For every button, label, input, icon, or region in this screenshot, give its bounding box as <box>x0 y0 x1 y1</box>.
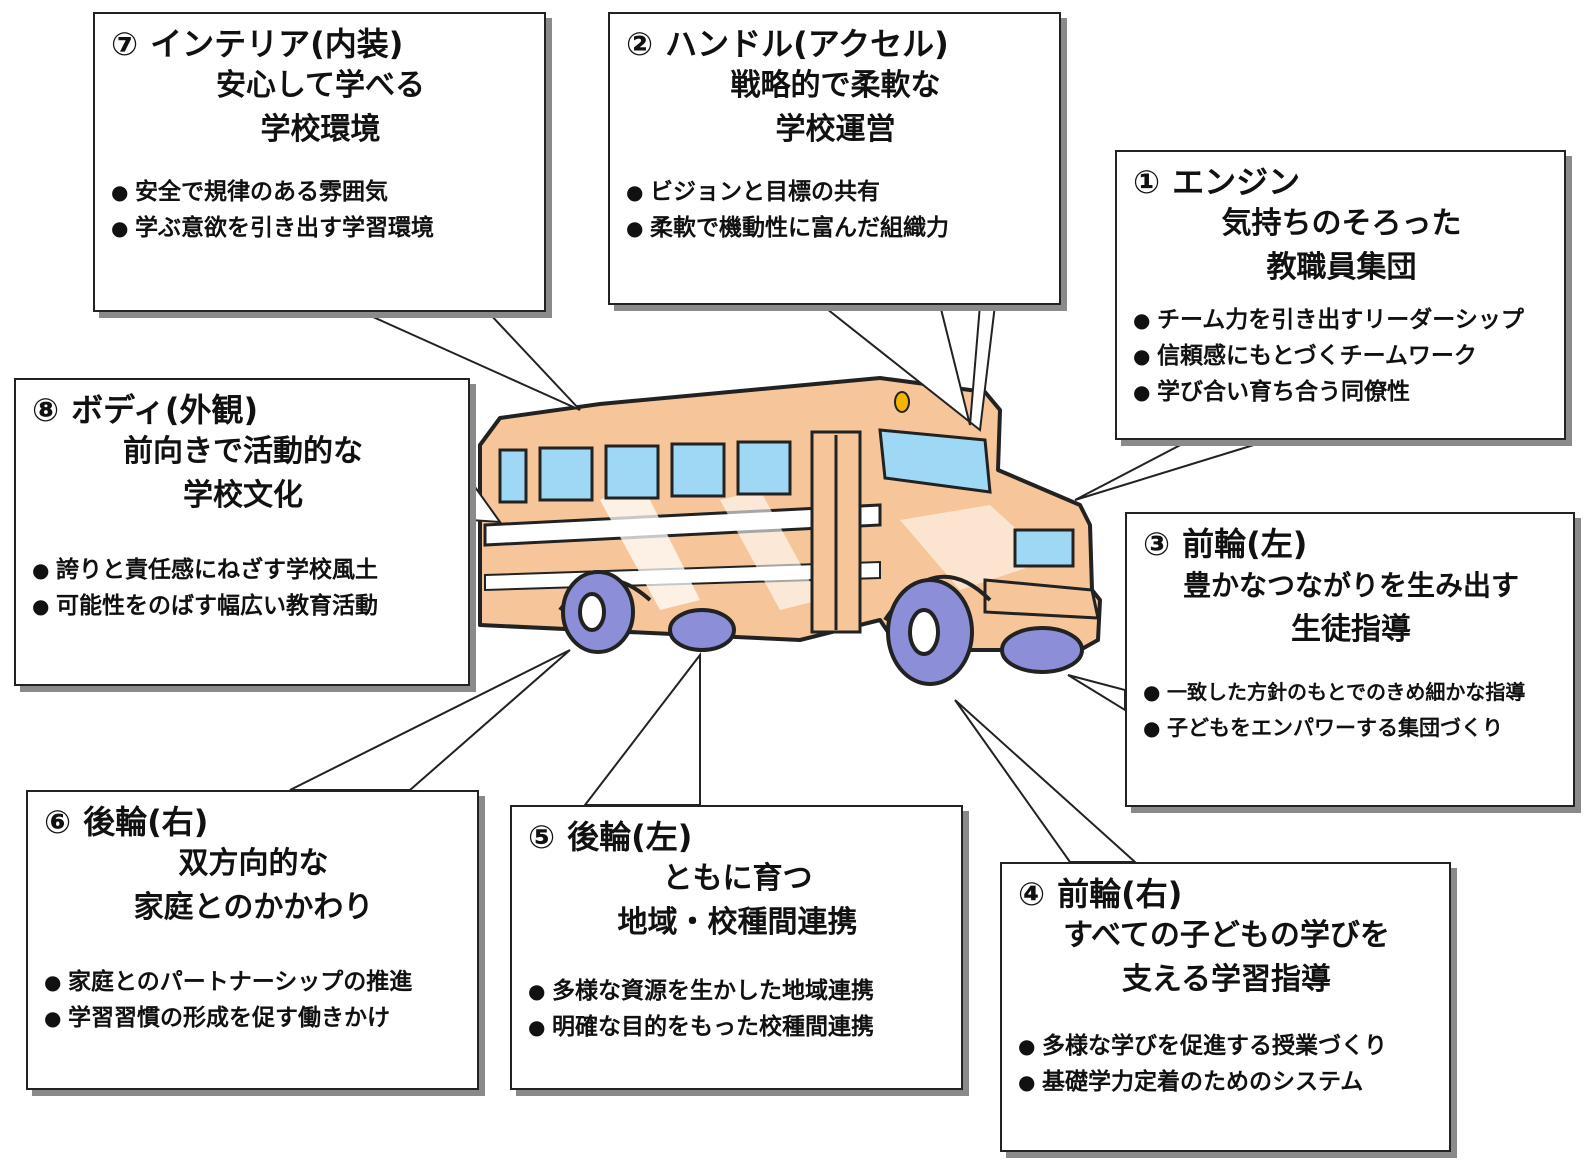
bullet-item: 一致した方針のもとでのきめ細かな指導 <box>1143 674 1559 710</box>
callout-line: 双方向的な <box>178 846 329 881</box>
callout-heading: インテリア(内装) <box>150 25 404 63</box>
callout-heading: 前輪(左) <box>1182 525 1308 563</box>
callout-bullets: 多様な学びを促進する授業づくり 基礎学力定着のためのシステム <box>1018 1028 1435 1100</box>
leader-lines <box>289 304 1271 863</box>
bullet-item: 基礎学力定着のためのシステム <box>1018 1064 1435 1100</box>
callout-number: ⑤ <box>528 818 556 856</box>
callout-bullets: 多様な資源を生かした地域連携 明確な目的をもった校種間連携 <box>528 973 947 1045</box>
callout-heading: ボディ(外観) <box>71 391 259 429</box>
callout-number: ④ <box>1018 875 1046 913</box>
wheels <box>561 570 1084 686</box>
callout-number: ⑥ <box>44 803 72 841</box>
callout-number: ⑦ <box>111 25 139 63</box>
bullet-item: 学び合い育ち合う同僚性 <box>1133 374 1550 410</box>
callout-heading: 前輪(右) <box>1057 875 1183 913</box>
callout-heading: 後輪(右) <box>83 803 209 841</box>
callout-line: ともに育つ <box>662 861 813 896</box>
callout-line: 学校運営 <box>775 112 896 147</box>
callout-bullets: ビジョンと目標の共有 柔軟で機動性に富んだ組織力 <box>626 174 1045 246</box>
callout-body: ⑧ ボディ(外観) 前向きで活動的な 学校文化 誇りと責任感にねざす学校風土 可能… <box>14 378 470 686</box>
bullet-item: 子どもをエンパワーする集団づくり <box>1143 710 1559 746</box>
callout-interior: ⑦ インテリア(内装) 安心して学べる 学校環境 安全で規律のある雰囲気 学ぶ意欲… <box>93 12 546 312</box>
callout-front-right-wheel: ④ 前輪(右) すべての子どもの学びを 支える学習指導 多様な学びを促進する授業づ… <box>1000 862 1451 1152</box>
bullet-item: 安全で規律のある雰囲気 <box>111 174 530 210</box>
bullet-item: 学ぶ意欲を引き出す学習環境 <box>111 210 530 246</box>
pointer-steering <box>819 304 997 432</box>
callout-line: 気持ちのそろった <box>1221 206 1462 241</box>
highlight <box>900 505 1050 590</box>
roof-light <box>894 391 910 413</box>
bullet-item: 家庭とのパートナーシップの推進 <box>44 964 463 1000</box>
bullet-item: 可能性をのばす幅広い教育活動 <box>32 588 454 624</box>
callout-title: ① エンジン <box>1133 162 1550 202</box>
bullet-item: 誇りと責任感にねざす学校風土 <box>32 552 454 588</box>
callout-bullets: 誇りと責任感にねざす学校風土 可能性をのばす幅広い教育活動 <box>32 552 454 624</box>
bullet-item: 信頼感にもとづくチームワーク <box>1133 338 1550 374</box>
callout-steering: ② ハンドル(アクセル) 戦略的で柔軟な 学校運営 ビジョンと目標の共有 柔軟で機… <box>608 12 1061 305</box>
pointer-rear-left <box>582 652 701 806</box>
hubcap <box>578 592 606 632</box>
callout-front-left-wheel: ③ 前輪(左) 豊かなつながりを生み出す 生徒指導 一致した方針のもとでのきめ細か… <box>1125 512 1575 807</box>
callout-title: ⑥ 後輪(右) <box>44 802 463 842</box>
callout-bullets: チーム力を引き出すリーダーシップ 信頼感にもとづくチームワーク 学び合い育ち合う… <box>1133 302 1550 410</box>
bullet-item: ビジョンと目標の共有 <box>626 174 1045 210</box>
callout-line: 戦略的で柔軟な <box>730 68 941 103</box>
windshield <box>878 428 992 494</box>
pointer-front-right <box>954 699 1138 863</box>
pointer-front-left <box>1067 674 1126 712</box>
callout-line: 学校環境 <box>260 112 381 147</box>
callout-engine: ① エンジン 気持ちのそろった 教職員集団 チーム力を引き出すリーダーシップ 信頼… <box>1115 150 1566 440</box>
callout-line: 学校文化 <box>183 478 303 513</box>
highlight <box>600 480 700 610</box>
hubcap <box>908 608 940 656</box>
pointer-engine <box>1074 439 1271 501</box>
callout-heading: エンジン <box>1172 163 1301 201</box>
callout-line: 安心して学べる <box>215 68 426 103</box>
callout-line: 教職員集団 <box>1266 250 1417 285</box>
callout-line: 地域・校種間連携 <box>617 905 858 940</box>
callout-line: 生徒指導 <box>1291 612 1411 647</box>
pointer-interior <box>361 311 581 411</box>
bullet-item: 多様な資源を生かした地域連携 <box>528 973 947 1009</box>
callout-number: ③ <box>1143 525 1171 563</box>
highlight <box>720 490 820 610</box>
callout-number: ⑧ <box>32 391 60 429</box>
callout-line: 豊かなつながりを生み出す <box>1182 569 1519 602</box>
callout-rear-right-wheel: ⑥ 後輪(右) 双方向的な 家庭とのかかわり 家庭とのパートナーシップの推進 学習… <box>26 790 479 1090</box>
callout-line: 家庭とのかかわり <box>133 890 374 925</box>
callout-bullets: 一致した方針のもとでのきめ細かな指導 子どもをエンパワーする集団づくり <box>1143 674 1559 746</box>
callout-heading: 後輪(左) <box>567 818 693 856</box>
callout-heading: ハンドル(アクセル) <box>665 25 949 63</box>
rear-wheel-far <box>668 608 736 652</box>
side-windows <box>498 440 792 504</box>
callout-title: ⑤ 後輪(左) <box>528 817 947 857</box>
callout-title: ⑧ ボディ(外観) <box>32 390 454 430</box>
bullet-item: チーム力を引き出すリーダーシップ <box>1133 302 1550 338</box>
bullet-item: 明確な目的をもった校種間連携 <box>528 1009 947 1045</box>
callout-title: ② ハンドル(アクセル) <box>626 24 1045 64</box>
callout-title: ④ 前輪(右) <box>1018 874 1435 914</box>
callout-title: ③ 前輪(左) <box>1143 524 1559 564</box>
callout-line: すべての子どもの学びを <box>1063 918 1390 953</box>
callout-line: 支える学習指導 <box>1121 962 1332 997</box>
callout-rear-left-wheel: ⑤ 後輪(左) ともに育つ 地域・校種間連携 多様な資源を生かした地域連携 明確な… <box>510 805 963 1090</box>
callout-bullets: 家庭とのパートナーシップの推進 学習習慣の形成を促す働きかけ <box>44 964 463 1036</box>
pointer-body <box>469 476 503 524</box>
callout-title: ⑦ インテリア(内装) <box>111 24 530 64</box>
callout-line: 前向きで活動的な <box>123 434 363 469</box>
callout-bullets: 安全で規律のある雰囲気 学ぶ意欲を引き出す学習環境 <box>111 174 530 246</box>
callout-number: ① <box>1133 163 1161 201</box>
bumper <box>983 578 1100 620</box>
bullet-item: 学習習慣の形成を促す働きかけ <box>44 1000 463 1036</box>
callout-number: ② <box>626 25 654 63</box>
bullet-item: 柔軟で機動性に富んだ組織力 <box>626 210 1045 246</box>
headlight <box>1013 528 1075 568</box>
front-wheel-far <box>1000 626 1084 674</box>
bullet-item: 多様な学びを促進する授業づくり <box>1018 1028 1435 1064</box>
